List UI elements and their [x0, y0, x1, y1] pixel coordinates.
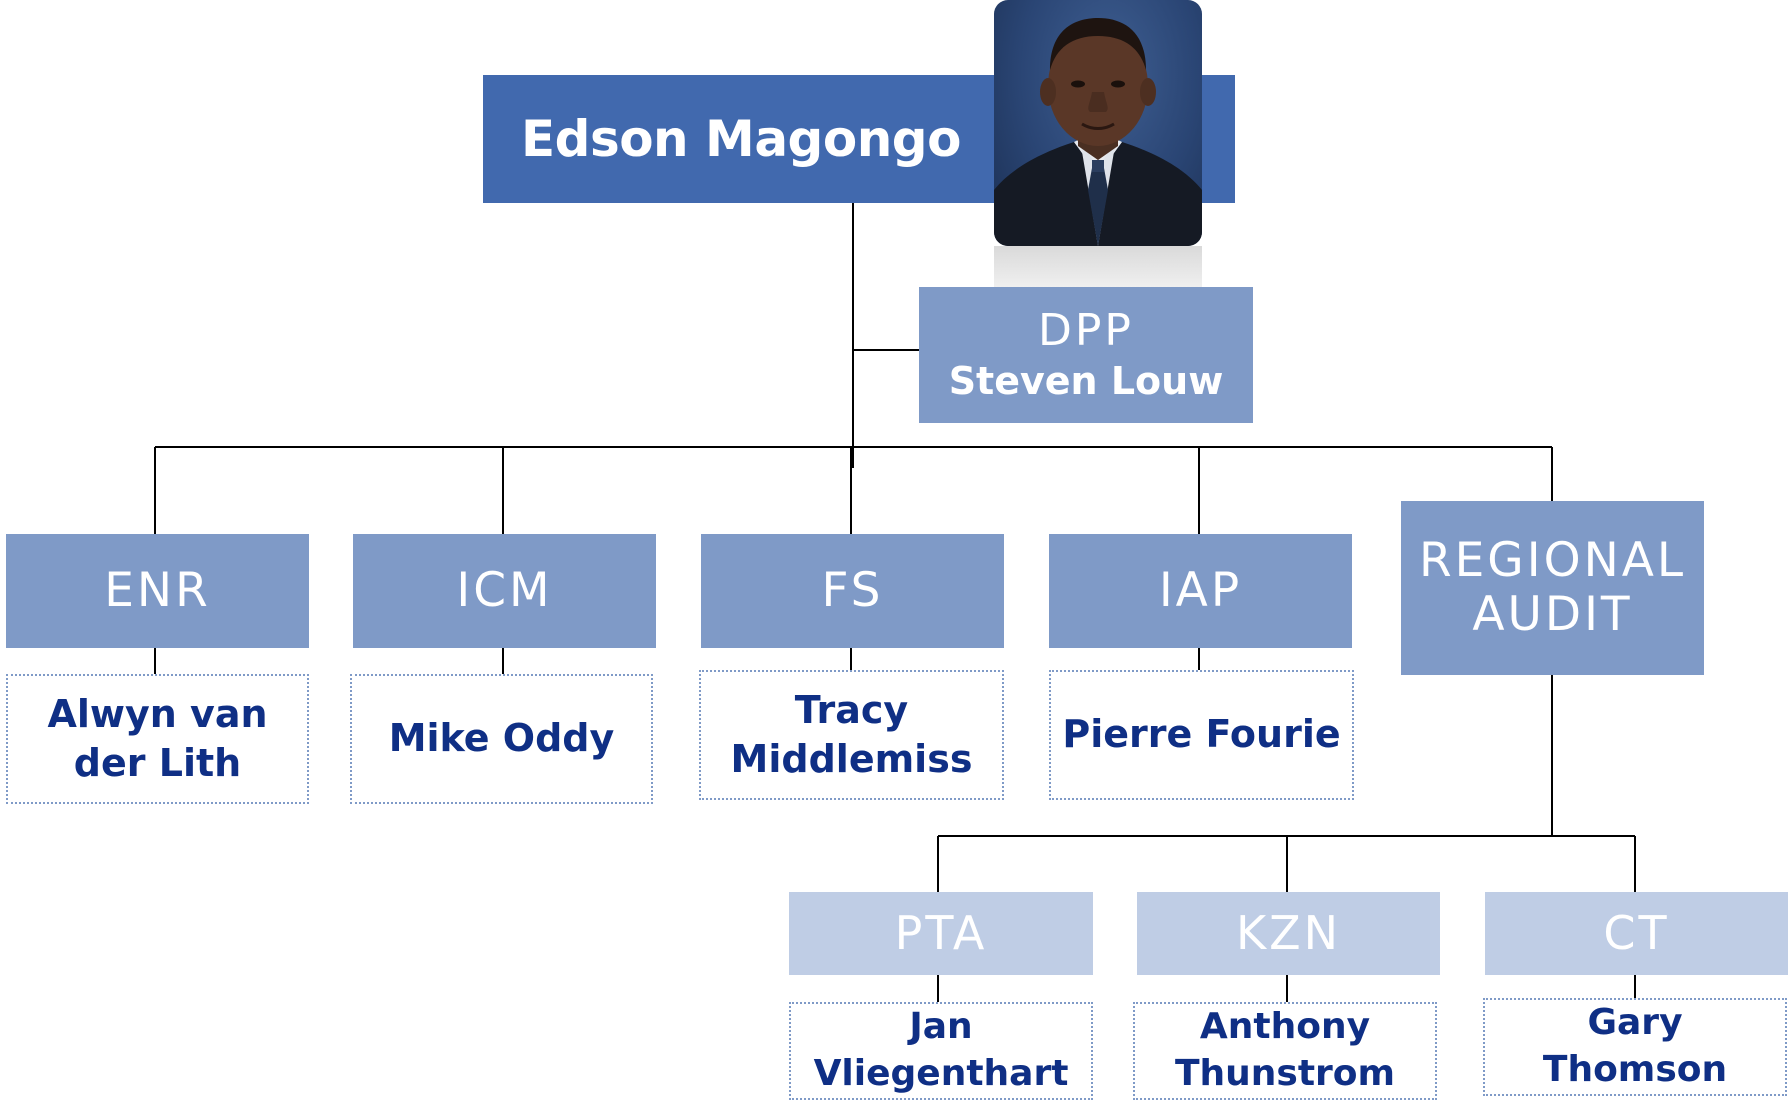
- region-ct: CT: [1485, 892, 1788, 975]
- dept-regional-audit: REGIONAL AUDIT: [1401, 501, 1704, 675]
- name-box-pta: Jan Vliegenthart: [789, 1002, 1093, 1100]
- dept-code: FS: [821, 562, 884, 618]
- dept-code: REGIONAL AUDIT: [1418, 532, 1687, 642]
- dept-fs: FS: [701, 534, 1004, 648]
- region-code: KZN: [1235, 906, 1342, 961]
- dept-enr: ENR: [6, 534, 309, 648]
- dept-code: ENR: [104, 562, 211, 618]
- dpp-box: DPP Steven Louw: [919, 287, 1253, 423]
- person-photo-icon: [994, 18, 1202, 246]
- dept-icm: ICM: [353, 534, 656, 648]
- person-name: Anthony Thunstrom: [1174, 1006, 1396, 1094]
- name-box-iap: Pierre Fourie: [1049, 670, 1354, 800]
- person-name: Pierre Fourie: [1062, 712, 1341, 757]
- person-name: Tracy Middlemiss: [730, 687, 973, 781]
- dept-code: IAP: [1158, 562, 1243, 618]
- person-name: Jan Vliegenthart: [813, 1006, 1069, 1094]
- region-pta: PTA: [789, 892, 1093, 975]
- name-box-ct: Gary Thomson: [1483, 998, 1787, 1096]
- name-box-icm: Mike Oddy: [350, 674, 653, 804]
- region-kzn: KZN: [1137, 892, 1440, 975]
- dpp-name: Steven Louw: [948, 358, 1224, 403]
- name-box-enr: Alwyn van der Lith: [6, 674, 309, 804]
- person-name: Alwyn van der Lith: [47, 691, 268, 785]
- portrait-photo: [994, 0, 1202, 246]
- dpp-title: DPP: [1038, 304, 1134, 356]
- region-code: PTA: [894, 906, 988, 961]
- head-name: Edson Magongo: [521, 110, 961, 168]
- person-name: Gary Thomson: [1542, 1002, 1728, 1090]
- dept-code: ICM: [456, 562, 553, 618]
- name-box-kzn: Anthony Thunstrom: [1133, 1002, 1437, 1100]
- name-box-fs: Tracy Middlemiss: [699, 670, 1004, 800]
- dept-iap: IAP: [1049, 534, 1352, 648]
- person-name: Mike Oddy: [388, 716, 615, 761]
- region-code: CT: [1603, 906, 1670, 961]
